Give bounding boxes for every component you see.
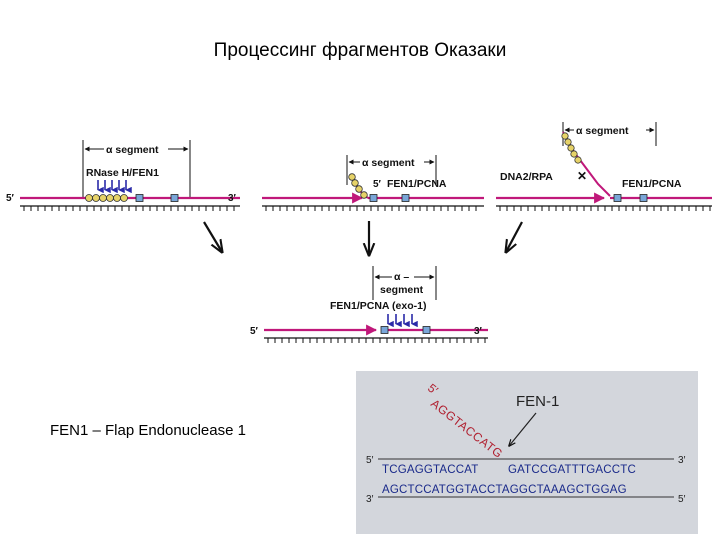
fen1-sequence-panel: 5′ AGGTACCATG FEN-1 5′ 3′ TCGAGGTACCAT G… (356, 371, 698, 534)
panel3-helicase-label: DNA2/RPA (500, 171, 553, 183)
panel1-five-prime: 5′ (6, 193, 15, 204)
panel4-three-prime: 3′ (474, 326, 483, 337)
bottom-five-prime: 5′ (678, 494, 686, 505)
panel1-segment-label: α segment (106, 144, 159, 156)
panel3-segment-label: α segment (576, 125, 629, 137)
top-strand-left: TCGAGGTACCAT (382, 464, 479, 476)
panel2-five-prime: 5′ (373, 179, 382, 190)
panel4-five-prime: 5′ (250, 326, 259, 337)
fen1-note: FEN1 – Flap Endonuclease 1 (50, 422, 246, 439)
panel1-enzyme-label: RNase H/FEN1 (86, 167, 159, 179)
bottom-strand: AGCTCCATGGTACCTAGGCTAAAGCTGGAG (382, 484, 627, 496)
panel-4: α – segment FEN1/PCNA (exo-1) 5′ 3′ (250, 266, 488, 343)
panel-1: α segment RNase H/FEN1 5′ 3′ (6, 140, 240, 211)
top-three-prime: 3′ (678, 455, 686, 466)
panel-2: α segment FEN1/PCNA 5′ (262, 155, 484, 211)
panel3-enzyme-label: FEN1/PCNA (622, 178, 682, 190)
panel2-segment-label: α segment (362, 157, 415, 169)
page-title: Процессинг фрагментов Оказаки (213, 40, 507, 61)
panel4-segment-label-b: segment (380, 284, 424, 296)
panel4-segment-label-a: α – (394, 271, 409, 283)
fen1-label: FEN-1 (516, 393, 559, 410)
panel4-enzyme-label: FEN1/PCNA (exo-1) (330, 300, 426, 312)
top-strand-right: GATCCGATTTGACCTC (508, 464, 636, 476)
svg-text:✕: ✕ (577, 169, 587, 183)
process-arrows (203, 221, 523, 255)
panel-3: α segment DNA2/RPA ✕ FEN1/PCNA (496, 122, 712, 211)
top-five-prime: 5′ (366, 455, 374, 466)
panel1-three-prime: 3′ (228, 193, 237, 204)
panel2-enzyme-label: FEN1/PCNA (387, 178, 447, 190)
bottom-three-prime: 3′ (366, 494, 374, 505)
